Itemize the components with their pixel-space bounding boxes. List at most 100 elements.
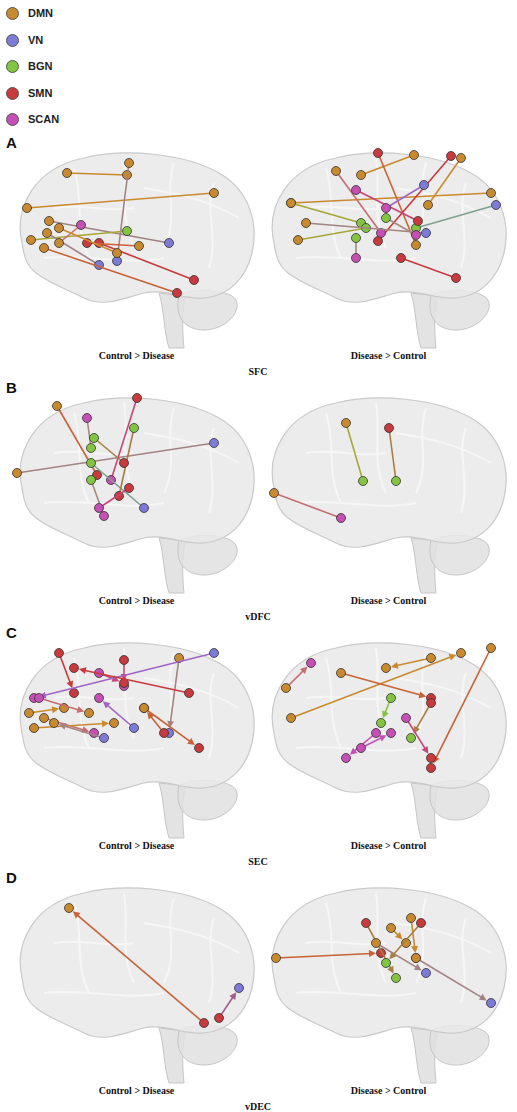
connection-line — [59, 653, 71, 685]
region-dot — [307, 659, 316, 668]
region-dot — [120, 459, 129, 468]
connection-line — [336, 171, 381, 233]
connection-line — [346, 423, 363, 481]
cortex — [20, 643, 254, 792]
arrow-head — [52, 706, 59, 713]
region-dot — [372, 939, 381, 948]
condition-caption: Control > Disease — [99, 840, 175, 851]
connection-line — [39, 698, 80, 710]
gyrus — [44, 257, 164, 261]
region-dot — [412, 241, 421, 250]
gyrus — [144, 433, 239, 463]
region-dot — [487, 189, 496, 198]
connection-line — [111, 398, 137, 480]
region-dot — [70, 664, 79, 673]
legend-entry: DMN — [6, 7, 96, 21]
region-dot — [374, 149, 383, 158]
panel-letter: D — [6, 869, 17, 886]
panel-title: vDFC — [245, 611, 271, 622]
connection-line — [291, 203, 361, 223]
region-dot — [210, 439, 219, 448]
region-dot — [427, 654, 436, 663]
legend-swatch — [6, 113, 19, 126]
brain-panel — [272, 643, 506, 838]
gyrus — [416, 408, 426, 493]
region-dot — [125, 484, 134, 493]
cortex — [20, 888, 254, 1037]
region-dot — [165, 239, 174, 248]
arrow-head — [102, 720, 109, 727]
region-dot — [125, 159, 134, 168]
arrow-head — [229, 992, 236, 1000]
region-dot — [387, 694, 396, 703]
region-dot — [140, 504, 149, 513]
region-dot — [140, 704, 149, 713]
region-dot — [342, 419, 351, 428]
gyrus — [144, 678, 239, 708]
connection-line — [341, 673, 422, 696]
legend-swatch — [6, 87, 19, 100]
region-dot — [452, 274, 461, 283]
region-dot — [100, 512, 109, 521]
region-dot — [63, 169, 72, 178]
gyrus — [209, 673, 214, 758]
gyrus — [306, 452, 386, 455]
region-dot — [457, 154, 466, 163]
gyrus — [376, 403, 386, 493]
region-dot — [342, 754, 351, 763]
condition-caption: Disease > Control — [351, 350, 427, 361]
region-dot — [110, 719, 119, 728]
region-dot — [160, 729, 169, 738]
region-dot — [270, 489, 279, 498]
region-dot — [357, 171, 366, 180]
connection-line — [274, 493, 341, 518]
connection-line — [106, 704, 134, 728]
region-dot — [457, 649, 466, 658]
region-dot — [407, 734, 416, 743]
gyrus — [461, 673, 466, 758]
region-dot — [55, 649, 64, 658]
region-dot — [100, 734, 109, 743]
region-dot — [87, 459, 96, 468]
gyrus — [54, 207, 134, 210]
legend-entry: SCAN — [6, 113, 96, 127]
connection-line — [395, 658, 431, 666]
region-dot — [40, 714, 49, 723]
region-dot — [332, 167, 341, 176]
region-dot — [422, 969, 431, 978]
connection-line — [378, 156, 451, 241]
gyrus — [461, 918, 466, 1003]
connection-line — [94, 438, 124, 463]
brain-panel — [272, 149, 506, 349]
connection-line — [401, 258, 456, 278]
connection-line — [306, 223, 426, 233]
region-dot — [133, 394, 142, 403]
connection-line — [44, 248, 177, 293]
arrow-head — [379, 735, 387, 741]
region-dot — [382, 214, 391, 223]
region-dot — [392, 477, 401, 486]
region-dot — [412, 954, 421, 963]
panel-letter: A — [6, 134, 17, 151]
panel-letter: C — [6, 624, 17, 641]
condition-caption: Disease > Control — [351, 595, 427, 606]
region-dot — [337, 669, 346, 678]
region-dot — [397, 254, 406, 263]
connection-line — [389, 428, 396, 481]
region-dot — [427, 764, 436, 773]
connection-line — [428, 158, 461, 205]
region-dot — [87, 444, 96, 453]
region-dot — [173, 289, 182, 298]
region-dot — [352, 234, 361, 243]
brain-panel — [20, 153, 254, 348]
connection-line — [91, 480, 104, 516]
legend-entry: BGN — [6, 60, 96, 74]
arrow-head — [103, 701, 111, 708]
connection-line — [99, 243, 194, 280]
region-dot — [302, 219, 311, 228]
arrow-head — [422, 746, 429, 754]
connection-line — [76, 914, 204, 1023]
condition-caption: Control > Disease — [99, 595, 175, 606]
region-dot — [287, 199, 296, 208]
connection-line — [47, 233, 99, 265]
